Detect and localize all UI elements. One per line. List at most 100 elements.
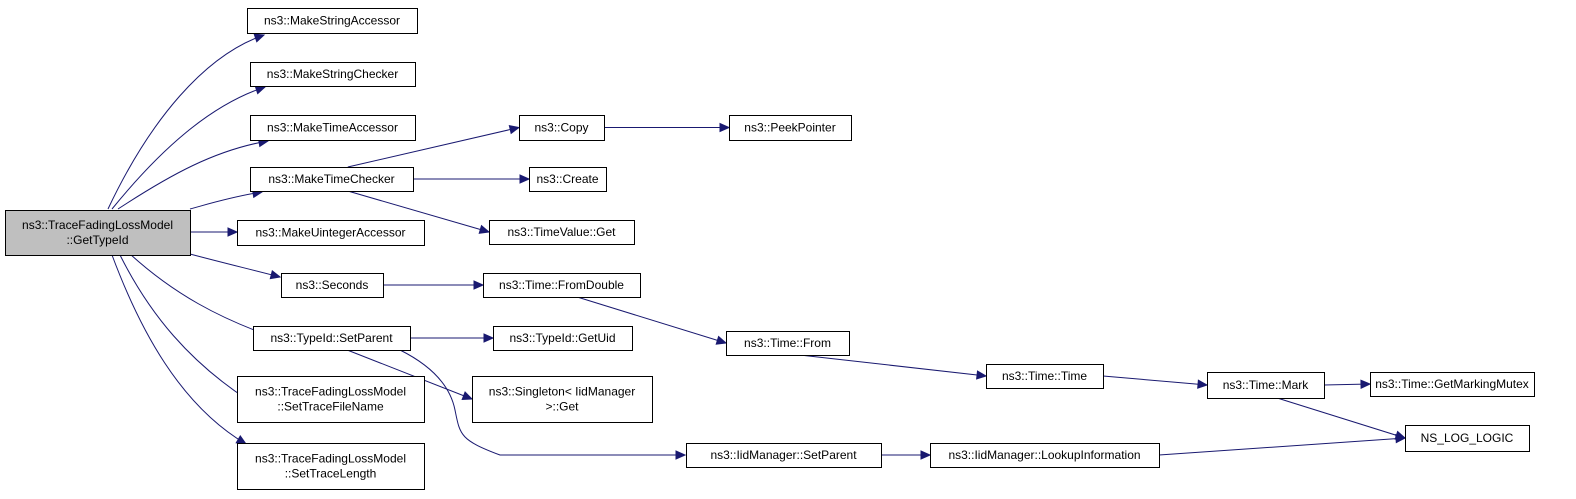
arrowhead-icon — [227, 227, 239, 237]
edge-typeIdSetParent-to-singletonGet — [347, 349, 474, 400]
node-root[interactable]: ns3::TraceFadingLossModel::GetTypeId — [5, 210, 191, 256]
node-label: ns3::TraceFadingLossModel — [255, 452, 406, 466]
edge-root-to-typeIdSetParent — [129, 253, 272, 338]
node-box[interactable] — [247, 8, 418, 34]
node-box[interactable] — [529, 167, 607, 192]
edge-makeTimeChecker-to-copy — [347, 124, 521, 168]
edge-line — [117, 140, 269, 210]
node-copy[interactable]: ns3::Copy — [519, 115, 605, 141]
node-box[interactable] — [986, 364, 1104, 389]
edge-line — [189, 253, 281, 278]
node-label: ns3::TypeId::SetParent — [270, 331, 393, 345]
edge-line — [347, 127, 520, 168]
node-timeValueGet[interactable]: ns3::TimeValue::Get — [489, 220, 635, 245]
node-nsLogLogic[interactable]: NS_LOG_LOGIC — [1405, 425, 1530, 452]
node-label: ::SetTraceFileName — [277, 400, 384, 414]
edge-line — [119, 254, 249, 401]
arrowhead-icon — [269, 270, 282, 280]
node-label: ns3::Create — [536, 172, 598, 186]
node-typeIdGetUid[interactable]: ns3::TypeId::GetUid — [493, 326, 633, 351]
node-box[interactable] — [253, 326, 411, 351]
arrowhead-icon — [675, 450, 687, 460]
arrowhead-icon — [483, 333, 495, 343]
node-box[interactable] — [930, 443, 1160, 468]
node-box[interactable] — [729, 115, 852, 141]
node-singletonGet[interactable]: ns3::Singleton< IidManager >::Get — [472, 376, 653, 423]
node-box[interactable] — [483, 273, 641, 298]
node-box[interactable] — [489, 220, 635, 245]
node-timeMark[interactable]: ns3::Time::Mark — [1207, 372, 1325, 399]
nodes-layer: ns3::TraceFadingLossModel::GetTypeIdns3:… — [5, 8, 1535, 490]
node-makeStringAccessor[interactable]: ns3::MakeStringAccessor — [247, 8, 418, 34]
node-label: ns3::TraceFadingLossModel — [255, 385, 406, 399]
arrowhead-icon — [715, 335, 728, 345]
arrowhead-icon — [519, 174, 531, 184]
node-box[interactable] — [1405, 425, 1530, 452]
node-seconds[interactable]: ns3::Seconds — [281, 273, 384, 298]
node-box[interactable] — [493, 326, 633, 351]
node-box[interactable] — [1370, 372, 1535, 397]
edge-line — [1102, 375, 1208, 386]
node-makeTimeAccessor[interactable]: ns3::MakeTimeAccessor — [250, 115, 416, 141]
node-makeUintegerAccessor[interactable]: ns3::MakeUintegerAccessor — [237, 220, 425, 246]
node-box[interactable] — [726, 331, 850, 356]
node-label: ::GetTypeId — [66, 233, 128, 247]
edge-line — [799, 354, 987, 377]
node-create[interactable]: ns3::Create — [529, 167, 607, 192]
node-label: ::SetTraceLength — [285, 467, 377, 481]
node-box[interactable] — [250, 115, 416, 141]
node-timeFrom[interactable]: ns3::Time::From — [726, 331, 850, 356]
node-timeTime[interactable]: ns3::Time::Time — [986, 364, 1104, 389]
node-label: ns3::MakeStringChecker — [267, 67, 398, 81]
node-makeStringChecker[interactable]: ns3::MakeStringChecker — [250, 62, 416, 87]
edge-line — [347, 190, 490, 233]
node-label: ns3::Copy — [534, 121, 588, 135]
node-box[interactable] — [686, 443, 882, 468]
node-typeIdSetParent[interactable]: ns3::TypeId::SetParent — [253, 326, 411, 351]
node-box[interactable] — [519, 115, 605, 141]
node-label: ns3::Seconds — [296, 278, 369, 292]
node-timeFromDouble[interactable]: ns3::Time::FromDouble — [483, 273, 641, 298]
arrowhead-icon — [1360, 379, 1372, 389]
node-box[interactable] — [281, 273, 384, 298]
node-makeTimeChecker[interactable]: ns3::MakeTimeChecker — [250, 167, 414, 192]
node-getMarkingMutex[interactable]: ns3::Time::GetMarkingMutex — [1370, 372, 1535, 397]
node-lookupInformation[interactable]: ns3::IidManager::LookupInformation — [930, 443, 1160, 468]
node-box[interactable] — [237, 220, 425, 246]
edge-timeFromDouble-to-timeFrom — [577, 296, 728, 345]
node-box[interactable] — [250, 62, 416, 87]
node-label: ns3::Singleton< IidManager — [489, 385, 635, 399]
edge-root-to-seconds — [189, 253, 282, 280]
node-peekPointer[interactable]: ns3::PeekPointer — [729, 115, 852, 141]
arrowhead-icon — [1197, 379, 1209, 389]
arrowhead-icon — [473, 280, 485, 290]
node-label: ns3::Time::FromDouble — [499, 278, 624, 292]
edge-line — [107, 34, 265, 210]
node-box[interactable] — [237, 376, 425, 423]
node-box[interactable] — [237, 443, 425, 490]
node-iidSetParent[interactable]: ns3::IidManager::SetParent — [686, 443, 882, 468]
node-setTraceLength[interactable]: ns3::TraceFadingLossModel::SetTraceLengt… — [237, 443, 425, 490]
node-setTraceFileName[interactable]: ns3::TraceFadingLossModel::SetTraceFileN… — [237, 376, 425, 423]
node-label: ns3::Time::From — [744, 336, 831, 350]
edge-copy-to-peekPointer — [604, 122, 731, 133]
node-label: >::Get — [545, 400, 579, 414]
node-label: ns3::Time::Mark — [1223, 378, 1310, 392]
node-label: ns3::IidManager::SetParent — [710, 448, 857, 462]
edge-makeTimeChecker-to-timeValueGet — [347, 190, 491, 234]
edge-seconds-to-timeFromDouble — [383, 280, 485, 290]
node-box[interactable] — [472, 376, 653, 423]
node-label: ns3::TypeId::GetUid — [509, 331, 615, 345]
node-box[interactable] — [1207, 372, 1325, 399]
node-label: ns3::Time::Time — [1002, 369, 1087, 383]
edge-line — [1158, 437, 1406, 456]
arrowhead-icon — [461, 391, 474, 400]
node-box[interactable] — [250, 167, 414, 192]
edge-iidSetParent-to-lookupInformation — [881, 450, 932, 460]
arrowhead-icon — [1395, 433, 1407, 444]
node-box[interactable] — [5, 210, 191, 256]
edge-typeIdSetParent-to-iidSetParent — [399, 349, 687, 460]
node-label: ns3::MakeTimeChecker — [268, 172, 394, 186]
node-label: NS_LOG_LOGIC — [1421, 431, 1514, 445]
